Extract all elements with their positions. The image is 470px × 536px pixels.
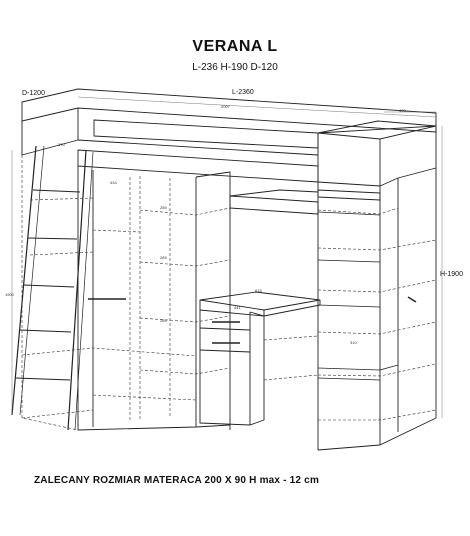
desk-front-edge bbox=[199, 300, 265, 317]
diagram-dimensions: L-236 H-190 D-120 bbox=[192, 62, 278, 73]
drawer-line-1 bbox=[199, 327, 251, 331]
hidden-tower-shelf-3 bbox=[317, 279, 437, 293]
hidden-left-leg bbox=[21, 155, 79, 431]
ladder-rail-left-inner bbox=[19, 145, 45, 416]
desk-top-shelf bbox=[229, 195, 319, 215]
mattress-note: ZALECANY ROZMIAR MATERACA 200 X 90 H max… bbox=[34, 475, 320, 486]
bed-back-edge bbox=[77, 139, 319, 156]
hidden-shelf-w2 bbox=[139, 259, 231, 267]
label-length: L-2360 bbox=[232, 89, 254, 96]
bed-front-rail-upper bbox=[93, 119, 319, 149]
hidden-bed-front-shelf bbox=[21, 347, 197, 357]
ladder-rung-5 bbox=[15, 377, 71, 381]
hidden-shelf-w3 bbox=[92, 229, 141, 233]
hidden-tower-shelf-1 bbox=[317, 207, 399, 215]
tower-board-5 bbox=[317, 377, 381, 381]
ladder-rung-2 bbox=[27, 237, 78, 240]
tower-shelf-top bbox=[317, 181, 381, 187]
dim-shelf-2: 289 bbox=[160, 255, 167, 260]
label-depth: D-1200 bbox=[22, 90, 45, 97]
dim-shelf-3: 289 bbox=[160, 318, 167, 323]
tower-top bbox=[317, 120, 437, 140]
tower-base-front bbox=[317, 444, 381, 451]
hidden-shelf-w1 bbox=[139, 207, 231, 216]
dim-wardrobe-width: 434 bbox=[110, 180, 117, 185]
hidden-shelf-w6 bbox=[92, 394, 197, 401]
tower-board-3 bbox=[317, 304, 381, 308]
bed-side-panel bbox=[21, 108, 79, 156]
desk-top-shelf-back bbox=[229, 189, 319, 197]
hidden-left-base bbox=[21, 409, 94, 419]
bed-front-rail-lower bbox=[77, 149, 319, 183]
wardrobe-base-right bbox=[195, 424, 231, 428]
desk-cabinet-side bbox=[249, 311, 265, 426]
dim-desk-width: 615 bbox=[255, 288, 262, 293]
hidden-ladder-shelf-2 bbox=[29, 251, 94, 256]
desk-top-surface bbox=[199, 291, 321, 311]
dim-right-height: 310 bbox=[350, 340, 357, 345]
tower-door-handle bbox=[407, 296, 417, 303]
drawer-line-2 bbox=[199, 349, 251, 353]
tower-board-2 bbox=[317, 259, 381, 263]
wardrobe-right-side bbox=[195, 171, 231, 430]
dim-desk-depth: 441 bbox=[234, 305, 241, 310]
wardrobe-outline bbox=[77, 166, 197, 431]
ladder-rail-left bbox=[11, 145, 37, 416]
desk-right-edge bbox=[263, 300, 321, 317]
tower-board-4 bbox=[317, 364, 399, 371]
tower-upper-board bbox=[317, 189, 381, 201]
dim-line-top bbox=[77, 96, 437, 118]
dim-ladder-height: 1900 bbox=[5, 292, 14, 297]
hidden-tower-shelf-6 bbox=[318, 409, 437, 421]
tower-inner-top bbox=[397, 167, 437, 179]
tower-board-1 bbox=[317, 211, 381, 216]
tower-base-right bbox=[379, 417, 437, 446]
hidden-shelf-w5 bbox=[139, 367, 231, 375]
dim-top-length: 2007 bbox=[221, 104, 230, 109]
tower-inner-corner bbox=[379, 177, 399, 187]
bed-top-right-edge bbox=[317, 125, 437, 134]
dim-shelf-1: 289 bbox=[160, 205, 167, 210]
hidden-ladder-shelf-1 bbox=[29, 197, 94, 201]
hidden-tower-shelf-4 bbox=[317, 321, 437, 335]
label-height: H-1900 bbox=[440, 271, 463, 278]
ladder-rung-4 bbox=[19, 329, 72, 333]
hidden-tower-shelf-5 bbox=[317, 363, 437, 377]
bed-top-rail bbox=[21, 88, 437, 133]
ladder-rung-3 bbox=[23, 284, 75, 288]
diagram-title: VERANA L bbox=[192, 38, 278, 55]
hidden-shelf-w4 bbox=[139, 315, 231, 323]
ladder-rung-1 bbox=[32, 189, 81, 193]
hidden-desk-shelf-2 bbox=[263, 374, 319, 381]
desk-drawer-cabinet bbox=[199, 310, 251, 426]
hidden-desk-shelf-1 bbox=[263, 335, 319, 341]
hidden-tower-shelf-2 bbox=[317, 239, 437, 251]
ladder-rail-right bbox=[67, 149, 87, 431]
